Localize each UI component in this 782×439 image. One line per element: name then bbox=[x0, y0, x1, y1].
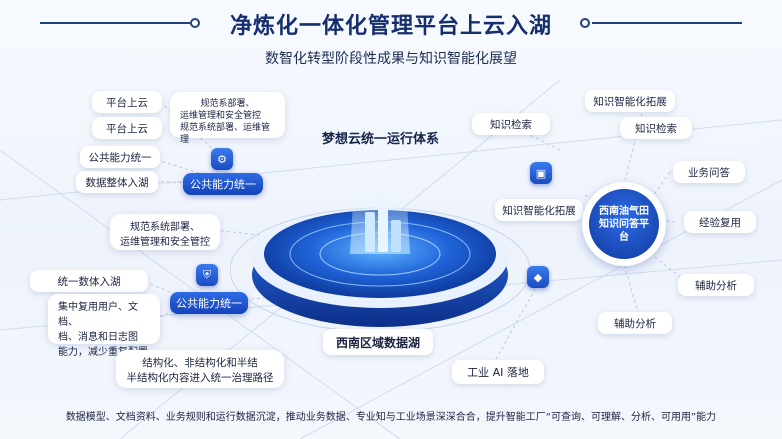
pill-kb-expand-a: 知识智能化拓展 bbox=[495, 199, 583, 221]
knowledge-hub: 西南油气田 知识问答平 台 bbox=[582, 182, 666, 266]
hub-line-1: 西南油气田 bbox=[599, 205, 649, 217]
box-icon: ▣ bbox=[530, 162, 552, 184]
note-mid-line-2: 运维管理和安全管控 bbox=[120, 237, 210, 248]
hub-line-3: 台 bbox=[619, 231, 629, 243]
central-platform bbox=[230, 170, 530, 333]
title-dot-left bbox=[190, 18, 200, 28]
note-struct-line-1: 结构化、非结构化和半结 bbox=[142, 357, 258, 369]
note-mid-card: 规范系统部署、 运维管理和安全管控 bbox=[110, 214, 220, 250]
pill-assist-b: 辅助分析 bbox=[598, 312, 672, 334]
pill-capability-a: 公共能力统一 bbox=[80, 146, 160, 168]
note-reuse-line-3: 能力，减少重复配置 bbox=[58, 347, 148, 358]
lake-label: 西南区域数据湖 bbox=[323, 329, 433, 355]
note-struct-line-2: 半结构化内容进入统一治理路径 bbox=[126, 372, 274, 384]
note-reuse-line-1: 集中复用用户、文档、 bbox=[58, 302, 138, 328]
note-top-line-1: 规范系部署、 bbox=[200, 99, 255, 109]
pill-kb-search-a: 知识检索 bbox=[472, 113, 550, 135]
pill-cloud-a: 平台上云 bbox=[92, 91, 162, 113]
title-line-left bbox=[40, 22, 190, 24]
pill-kb-expand-b: 知识智能化拓展 bbox=[585, 90, 675, 112]
gear-icon: ⚙ bbox=[211, 148, 233, 170]
note-top-card: 规范系部署、 运维管理和安全管控 规范系统部署、运维管理 bbox=[170, 92, 285, 145]
pill-kb-search-b: 知识检索 bbox=[620, 117, 692, 139]
note-reuse-card: 集中复用用户、文档、 档、消息和日志图 能力，减少重复配置 bbox=[48, 294, 160, 358]
note-reuse-line-2: 档、消息和日志图 bbox=[58, 332, 138, 343]
knowledge-hub-inner: 西南油气田 知识问答平 台 bbox=[589, 189, 659, 259]
note-top-line-3: 规范系统部署、运维管理 bbox=[180, 123, 271, 145]
blue-capability-a: 公共能力统一 bbox=[183, 173, 263, 195]
shield-icon: ⛨ bbox=[196, 264, 218, 286]
page-subtitle: 数智化转型阶段性成果与知识智能化展望 bbox=[265, 51, 517, 67]
pill-cloud-b: 平台上云 bbox=[92, 117, 162, 139]
pill-unify: 统一数体入湖 bbox=[30, 270, 148, 292]
pill-industrial-ai: 工业 AI 落地 bbox=[452, 360, 544, 384]
title-dot-right bbox=[580, 18, 590, 28]
note-mid-line-1: 规范系统部署、 bbox=[130, 222, 200, 233]
page-title: 净炼化一体化管理平台上云入湖 bbox=[229, 14, 552, 39]
pill-exp-reuse: 经验复用 bbox=[684, 211, 756, 233]
blue-capability-b: 公共能力统一 bbox=[170, 292, 248, 314]
note-top-line-2: 运维管理和安全管控 bbox=[180, 111, 262, 121]
footer-text: 数据模型、文档资料、业务规则和运行数据沉淀，推动业务数据、专业知与工业场景深深合… bbox=[65, 412, 717, 423]
ai-icon: ◆ bbox=[527, 266, 549, 288]
pill-biz-qa: 业务问答 bbox=[673, 161, 745, 183]
pill-assist-a: 辅助分析 bbox=[678, 274, 754, 296]
pill-lake-entry: 数据整体入湖 bbox=[76, 171, 158, 193]
note-struct-card: 结构化、非结构化和半结 半结构化内容进入统一治理路径 bbox=[116, 350, 284, 388]
system-label: 梦想云统一运行体系 bbox=[322, 132, 440, 147]
title-line-right bbox=[592, 22, 742, 24]
hub-line-2: 知识问答平 bbox=[599, 218, 649, 230]
